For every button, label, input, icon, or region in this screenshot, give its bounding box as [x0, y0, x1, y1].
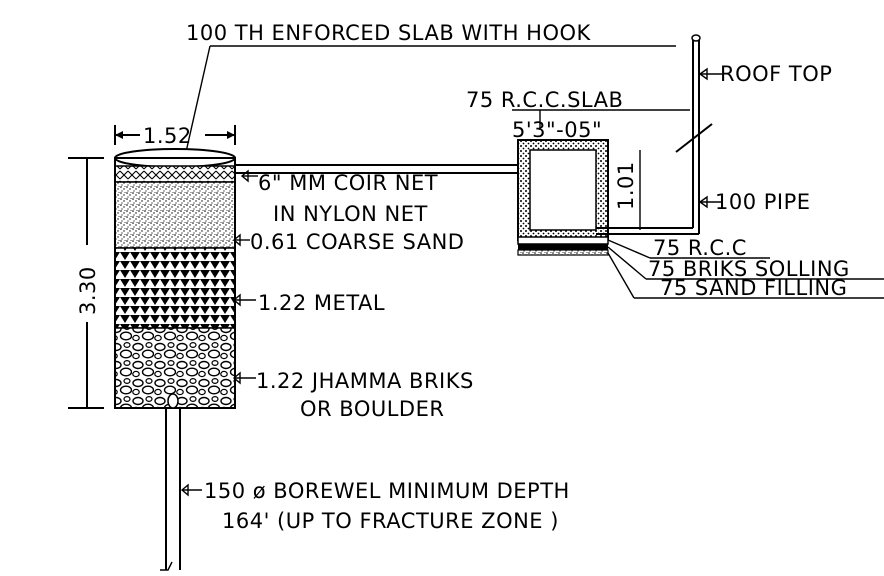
rcc-slab-label: 75 R.C.C.SLAB: [466, 88, 623, 112]
coir-net-layer: [114, 165, 236, 183]
roof-pipe: [596, 34, 713, 235]
jhamma-label-2: OR BOULDER: [300, 397, 444, 421]
borewell-pipe: [160, 393, 181, 571]
slab-hook-leader: [185, 45, 211, 153]
jhamma-label-1: 1.22 JHAMMA BRIKS: [256, 369, 474, 393]
sand-filling-base: [517, 249, 609, 256]
chamber-height-label: 1.01: [614, 161, 638, 210]
coir-net-label-2: IN NYLON NET: [273, 202, 428, 226]
borewell-label-1: 150 ø BOREWEL MINIMUM DEPTH: [204, 479, 570, 503]
base-leaders: [607, 239, 884, 299]
borewell-label-2: 164' (UP TO FRACTURE ZONE ): [222, 509, 559, 533]
coarse-sand-label: 0.61 COARSE SAND: [250, 230, 464, 254]
depth-dimension: [68, 157, 104, 409]
brick-soling-base: [518, 244, 608, 250]
rcc-label: 75 R.C.C: [653, 236, 747, 260]
coarse-sand-layer: [114, 181, 236, 249]
sand-filling-label: 75 SAND FILLING: [660, 276, 847, 300]
chamber-dim-label: 5'3"-05": [512, 118, 602, 142]
pipe-label: 100 PIPE: [715, 190, 811, 214]
slab-hook-label: 100 TH ENFORCED SLAB WITH HOOK: [186, 21, 592, 45]
filter-pit: [114, 148, 236, 409]
roof-top-label: ROOF TOP: [720, 62, 832, 86]
rcc-base: [517, 236, 609, 245]
depth-label: 3.30: [76, 266, 100, 315]
top-width-dimension: [114, 125, 236, 145]
brick-soling-label: 75 BRIKS SOLLING: [648, 257, 850, 281]
metal-layer: [114, 247, 236, 329]
metal-label: 1.22 METAL: [258, 291, 385, 315]
top-width-label: 1.52: [143, 124, 192, 148]
coir-net-label-1: 6" MM COIR NET: [258, 171, 438, 195]
collection-chamber: [517, 139, 609, 256]
connecting-pipe: [235, 164, 520, 174]
